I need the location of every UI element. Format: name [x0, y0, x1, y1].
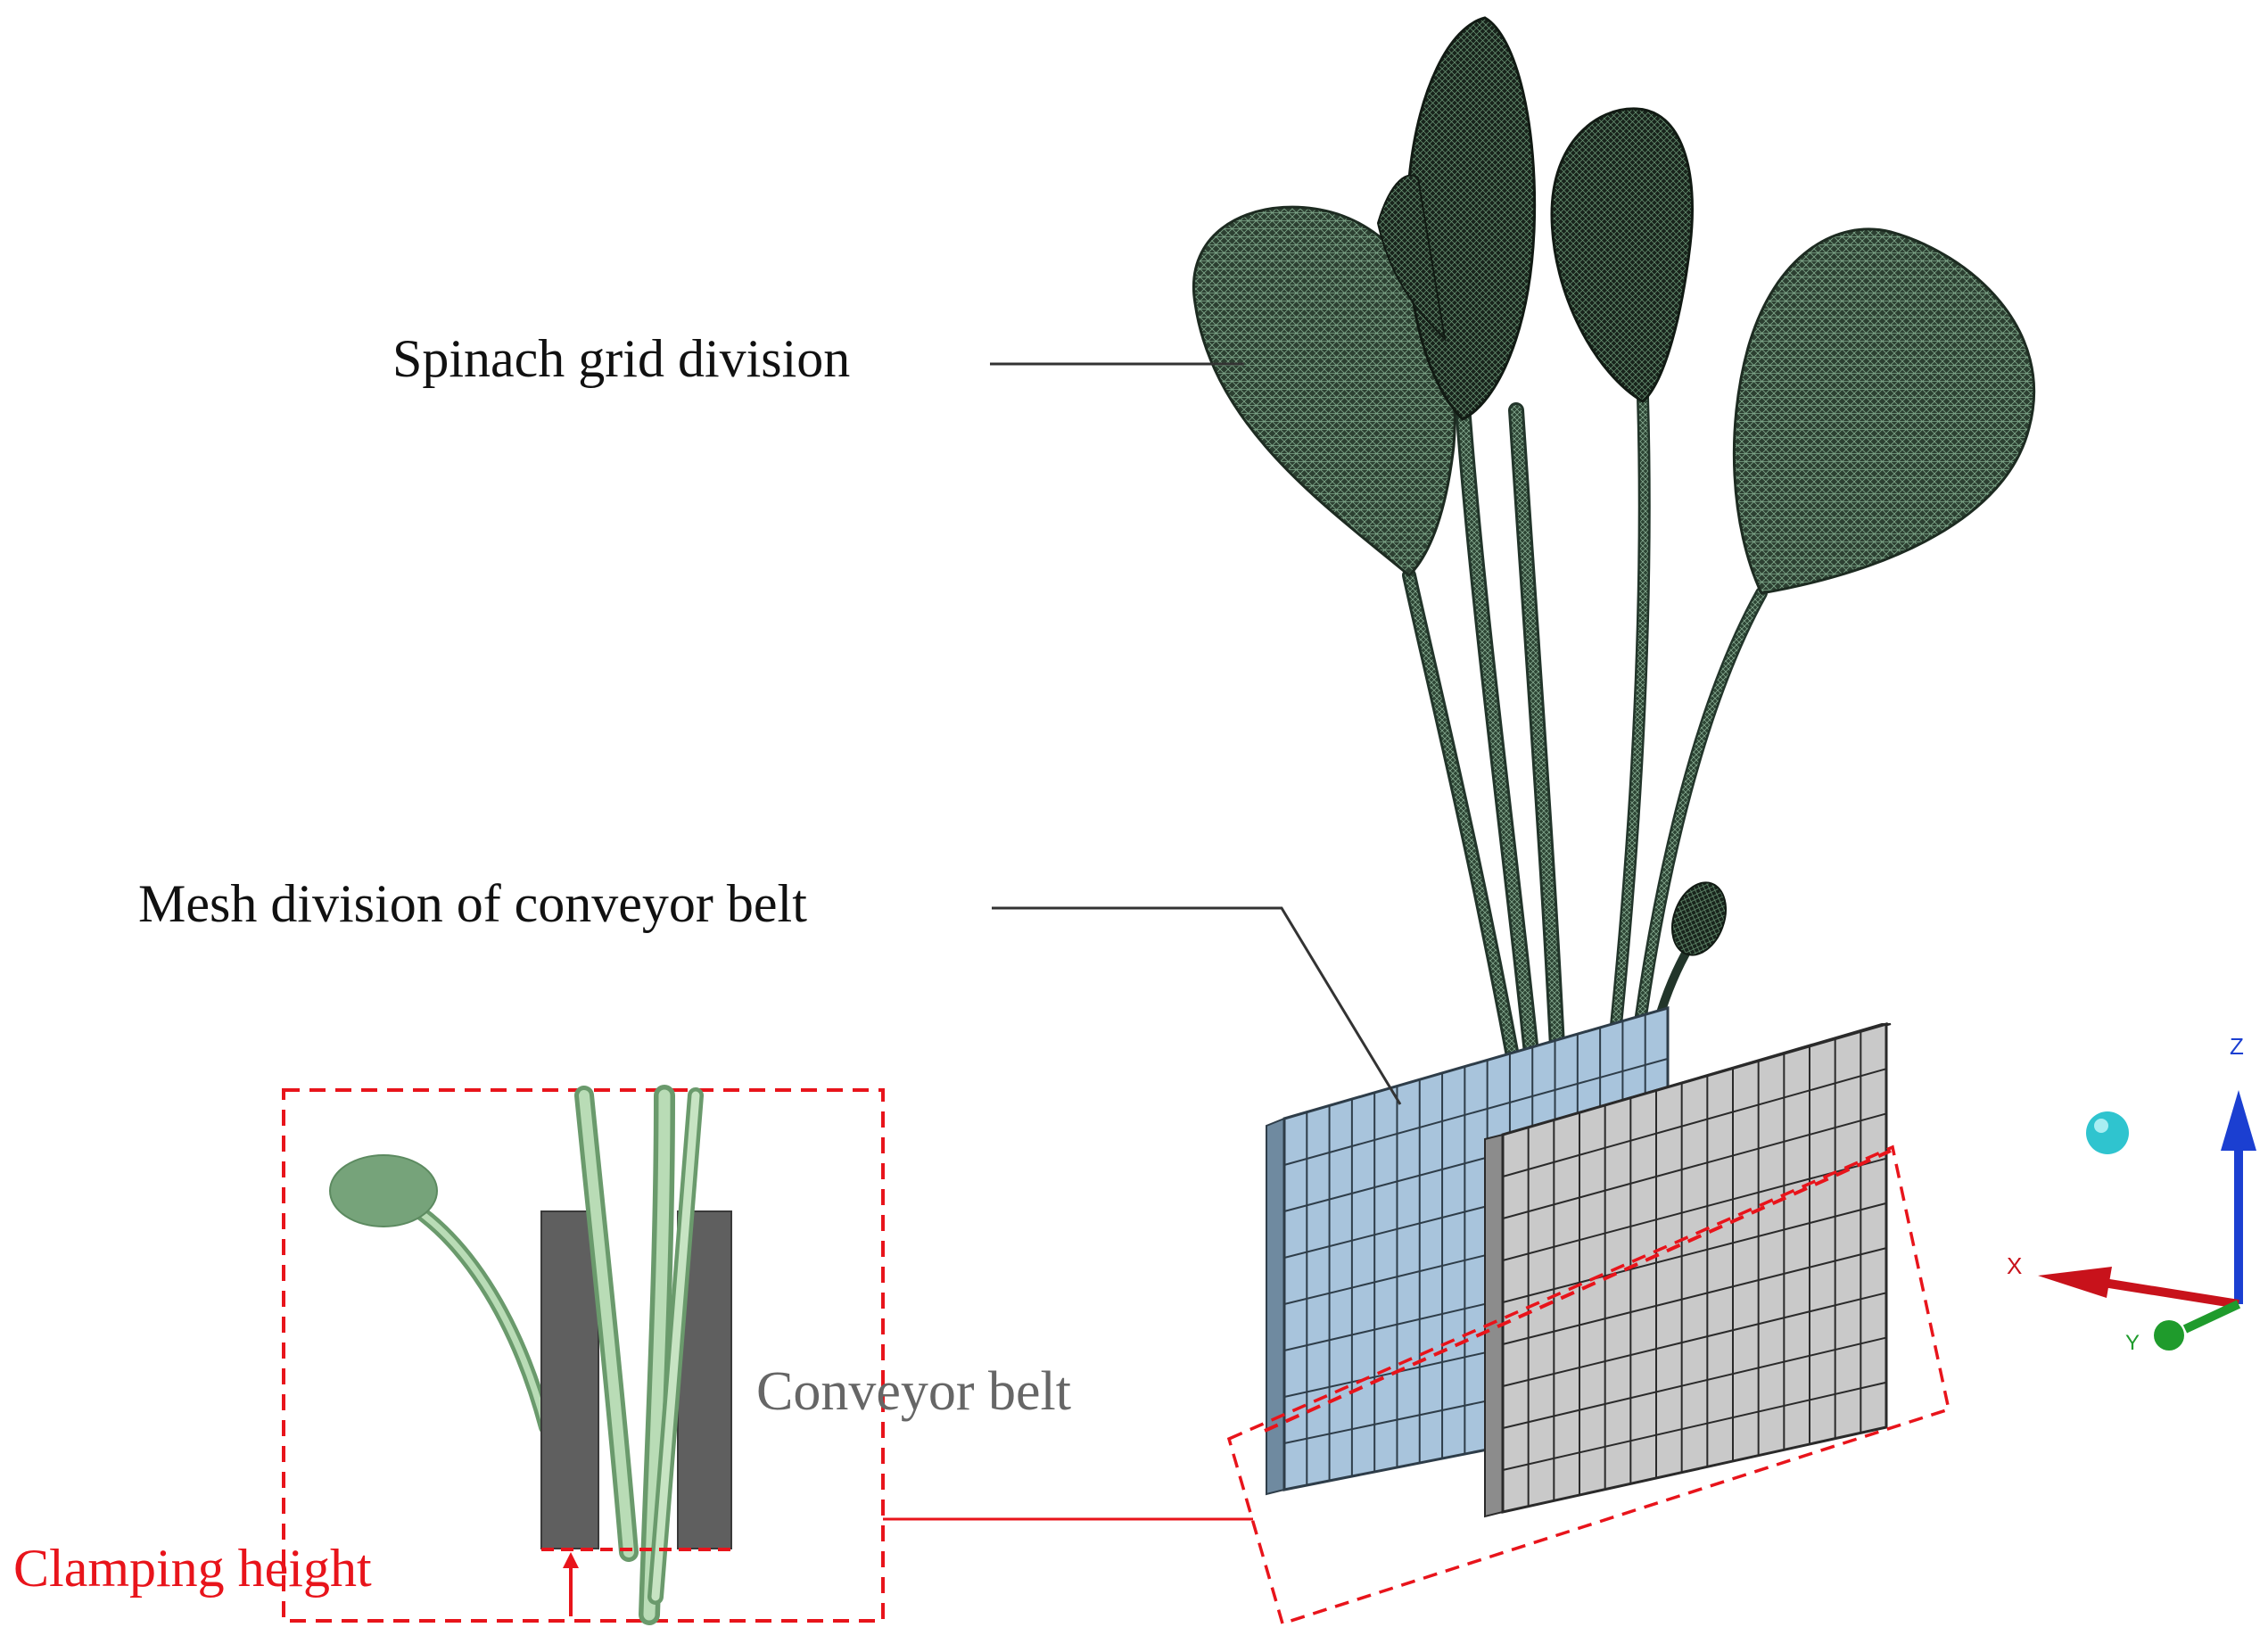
spinach-grid-label: Spinach grid division: [392, 329, 850, 388]
leaf-far-left: [1192, 205, 1456, 578]
inset-plate-left: [540, 1210, 599, 1549]
inset-leaf: [329, 1154, 438, 1227]
clamping-height-label: Clamping height: [13, 1539, 372, 1598]
leaf-center-back: [1376, 174, 1447, 342]
stems: [1402, 391, 1768, 1132]
clamping-inset: Conveyor belt Clamping height: [13, 1085, 1071, 1625]
x-axis-label: X: [2007, 1252, 2022, 1279]
leaf-middle: [1550, 107, 1694, 403]
clamping-arrow-head: [563, 1552, 579, 1568]
spinach-plant: [1192, 16, 2035, 1132]
leaf-small: [1671, 881, 1727, 956]
inset-stems: [574, 1085, 704, 1625]
conveyor-belt-mesh: [1226, 1006, 1951, 1626]
y-end-ball: [2154, 1320, 2184, 1351]
leaf-right: [1732, 227, 2035, 595]
y-axis: [2182, 1300, 2241, 1334]
inset-side-stem: [385, 1188, 553, 1434]
belt-right: [1484, 1022, 1892, 1518]
z-arrow-icon: [2221, 1090, 2256, 1151]
x-arrow-icon: [2038, 1267, 2112, 1298]
x-axis: [2086, 1276, 2239, 1309]
callouts: Spinach grid division Mesh division of c…: [138, 329, 1402, 1521]
y-axis-label: Y: [2125, 1331, 2140, 1355]
mesh-belt-leader: [992, 906, 1402, 1105]
axis-triad: Z X Y: [2007, 1033, 2256, 1355]
conveyor-belt-label: Conveyor belt: [756, 1361, 1071, 1422]
z-axis-label: Z: [2230, 1033, 2244, 1060]
mesh-belt-label: Mesh division of conveyor belt: [138, 874, 807, 933]
origin-ball: [2086, 1111, 2129, 1154]
